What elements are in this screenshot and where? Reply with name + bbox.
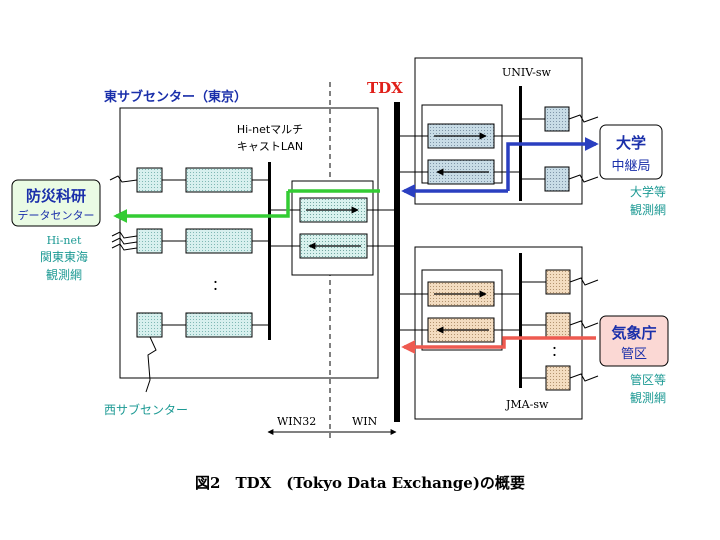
jma-ellipsis: ： <box>551 344 565 360</box>
east-node-2 <box>136 228 163 254</box>
hinet-net-label-1: Hi-net <box>47 234 82 247</box>
west-link <box>145 336 157 393</box>
daigaku-net-label-1: 大学等 <box>630 184 666 199</box>
daigaku-node <box>599 124 663 180</box>
kanku-net-label-2: 観測網 <box>630 391 666 405</box>
hinet-lan-label-2: キャストLAN <box>237 140 303 153</box>
east-server-1 <box>185 167 253 193</box>
red-flow-arrow <box>401 336 596 354</box>
kanku-net-label-1: 管区等 <box>630 372 666 387</box>
east-link-1 <box>109 175 138 183</box>
win-label: WIN <box>352 415 378 428</box>
east-sub-center-label: 東サブセンター（東京） <box>104 89 247 105</box>
univ-sw-label: UNIV-sw <box>502 66 552 79</box>
bosai-title: 防災科研 <box>26 187 86 205</box>
east-node-1 <box>136 167 163 193</box>
hinet-lan-bus <box>268 162 271 340</box>
hinet-net-label-2: 関東東海 <box>40 249 88 264</box>
bosai-node <box>11 179 101 227</box>
tdx-label: TDX <box>367 79 403 97</box>
jma-switch-bus <box>519 253 522 388</box>
univ-port-1 <box>544 106 570 132</box>
jma-port-1 <box>545 269 571 295</box>
west-sub-center-label: 西サブセンター <box>104 402 188 417</box>
hinet-net-label-3: 観測網 <box>46 268 82 282</box>
kishou-title: 気象庁 <box>611 324 656 342</box>
tdx-interface-box <box>291 180 374 276</box>
daigaku-net-label-2: 観測網 <box>630 203 666 217</box>
daigaku-title: 大学 <box>616 134 646 152</box>
east-ellipsis: ： <box>212 278 226 294</box>
kishou-node <box>599 315 669 367</box>
hinet-lan-label-1: Hi-netマルチ <box>237 123 303 136</box>
bosai-subtitle: データセンター <box>18 208 95 222</box>
univ-port-2 <box>544 166 570 192</box>
jma-port-2 <box>545 312 571 338</box>
jma-sw-label: JMA-sw <box>505 398 549 411</box>
east-server-2 <box>185 228 253 254</box>
green-flow-arrow <box>113 191 290 223</box>
tdx-bus <box>394 102 400 422</box>
daigaku-subtitle: 中継局 <box>611 159 650 174</box>
win32-label: WIN32 <box>277 415 316 428</box>
jma-port-3 <box>545 365 571 391</box>
east-server-3 <box>185 312 253 338</box>
blue-flow-arrow-out <box>506 137 599 191</box>
figure-caption: 図2 TDX (Tokyo Data Exchange)の概要 <box>195 474 525 492</box>
east-node-3 <box>136 312 163 338</box>
kishou-subtitle: 管区 <box>621 347 647 362</box>
